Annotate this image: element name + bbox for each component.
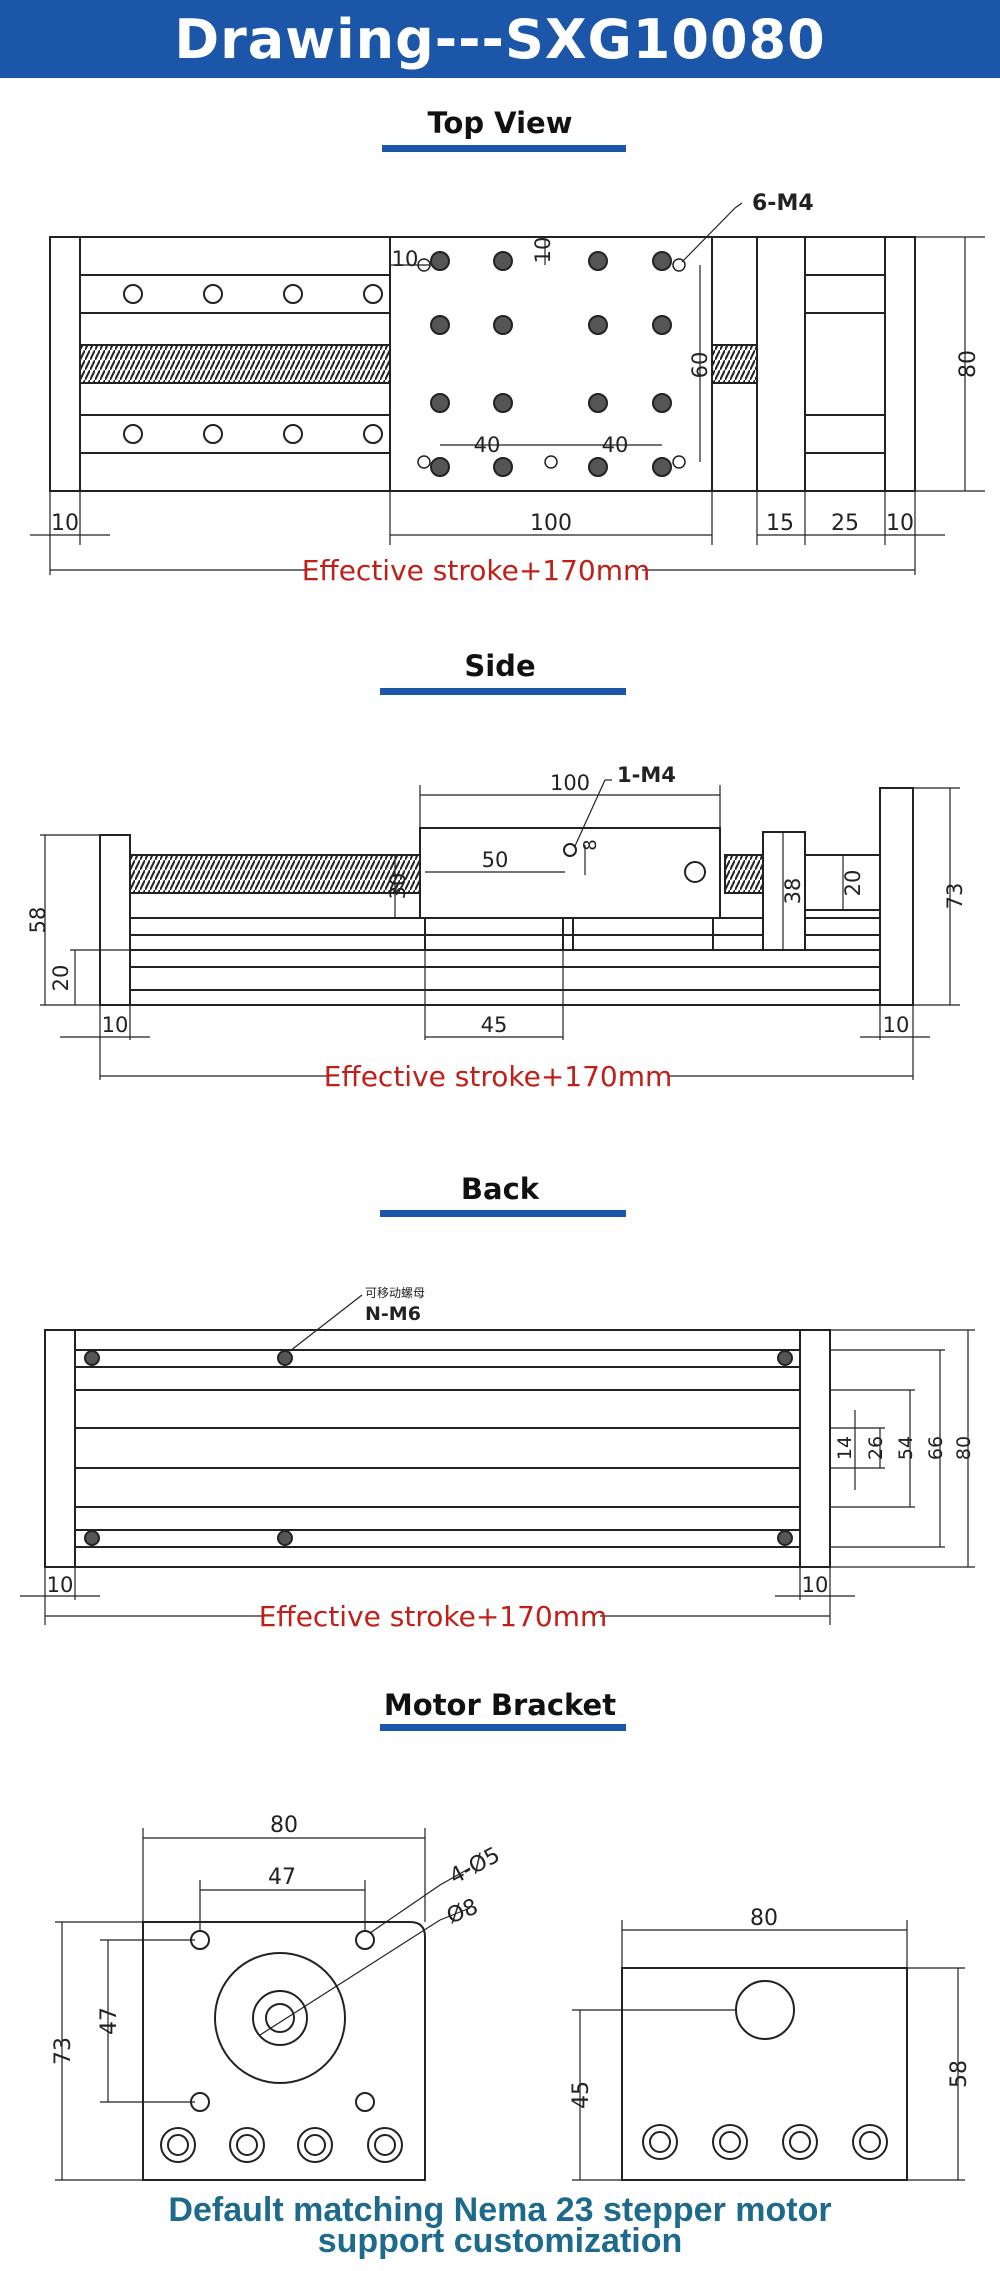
caption-line-1: Default matching Nema 23 stepper motor xyxy=(168,2191,832,2229)
motor-bracket-title: Motor Bracket xyxy=(383,1688,617,1722)
back-dim-66: 66 xyxy=(925,1436,947,1460)
top-stroke-label: Effective stroke+170mm xyxy=(302,554,651,587)
bracket-dim-hole-pitch: 47 xyxy=(268,1865,296,1890)
side-dim-carriage: 100 xyxy=(550,771,590,795)
top-dim-right-end: 10 xyxy=(886,511,914,536)
top-dim-pitch-b: 40 xyxy=(602,433,629,457)
top-view-title: Top View xyxy=(427,106,573,140)
top-dim-gap: 15 xyxy=(766,511,794,536)
top-dim-hole-span: 60 xyxy=(688,352,712,379)
side-dim-base-h: 20 xyxy=(49,965,73,992)
back-dim-26: 26 xyxy=(865,1436,887,1460)
top-holes-callout: 6-M4 xyxy=(752,191,814,216)
top-dim-height: 80 xyxy=(956,350,981,378)
back-stroke-label: Effective stroke+170mm xyxy=(259,1600,608,1633)
side-dim-motor-h: 20 xyxy=(841,870,865,897)
top-view-underline xyxy=(382,145,626,152)
side-dim-left-h: 58 xyxy=(26,907,50,934)
bracket-side-height: 58 xyxy=(947,2060,972,2088)
header-banner: Drawing---SXG10080 xyxy=(0,0,1000,78)
motor-bracket-underline xyxy=(380,1724,626,1731)
bracket-dim-height: 73 xyxy=(51,2037,76,2065)
bracket-dim-width: 80 xyxy=(270,1813,298,1838)
back-view-title: Back xyxy=(460,1172,540,1206)
side-dim-total-h: 73 xyxy=(943,883,967,910)
top-dim-carriage: 100 xyxy=(530,511,572,536)
back-note-cn: 可移动螺母 xyxy=(365,1286,425,1300)
side-dim-screw-h: 30 xyxy=(386,873,410,900)
page-title: Drawing---SXG10080 xyxy=(174,7,826,71)
back-view-underline xyxy=(380,1210,626,1217)
motor-bracket-drawing: 80 47 4-Ø5 Ø8 73 47 80 58 45 xyxy=(51,1813,972,2181)
side-stroke-label: Effective stroke+170mm xyxy=(324,1060,673,1093)
side-dim-block-h: 38 xyxy=(781,878,805,905)
side-view-underline xyxy=(380,688,626,695)
side-dim-hole-y: 8 xyxy=(580,839,601,850)
back-dim-right-end: 10 xyxy=(802,1573,829,1597)
back-dim-54: 54 xyxy=(895,1436,917,1460)
side-dim-base-w: 45 xyxy=(481,1013,508,1037)
top-dim-hole-edge-v: 10 xyxy=(531,237,555,264)
side-dim-hole-x: 50 xyxy=(482,848,509,872)
top-view-drawing: 6-M4 10 10 60 40 40 80 10 100 15 25 10 E… xyxy=(30,191,985,587)
back-view-drawing: 可移动螺母 N-M6 14 26 54 66 80 10 10 Effectiv… xyxy=(20,1286,975,1633)
back-dim-80: 80 xyxy=(953,1436,975,1460)
caption-line-2: support customization xyxy=(317,2222,683,2260)
side-view-title: Side xyxy=(464,649,536,683)
side-dim-right-end: 10 xyxy=(883,1013,910,1037)
bracket-bore-callout: Ø8 xyxy=(443,1895,481,1930)
bracket-side-center-h: 45 xyxy=(569,2081,594,2109)
back-nut-callout: N-M6 xyxy=(365,1303,421,1325)
side-dim-left-end: 10 xyxy=(102,1013,129,1037)
top-dim-pitch-a: 40 xyxy=(474,433,501,457)
bracket-holes-callout: 4-Ø5 xyxy=(446,1843,505,1890)
side-hole-callout: 1-M4 xyxy=(617,763,676,787)
back-dim-left-end: 10 xyxy=(47,1573,74,1597)
top-dim-hole-edge-h: 10 xyxy=(392,247,419,271)
back-dim-slot: 14 xyxy=(834,1436,856,1460)
bracket-dim-hole-pitch-v: 47 xyxy=(97,2007,122,2035)
side-view-drawing: 100 1-M4 50 8 30 38 20 73 58 20 10 45 10… xyxy=(26,763,967,1093)
top-dim-left-end: 10 xyxy=(51,511,79,536)
bracket-side-width: 80 xyxy=(750,1906,778,1931)
top-dim-mid: 25 xyxy=(831,511,859,536)
